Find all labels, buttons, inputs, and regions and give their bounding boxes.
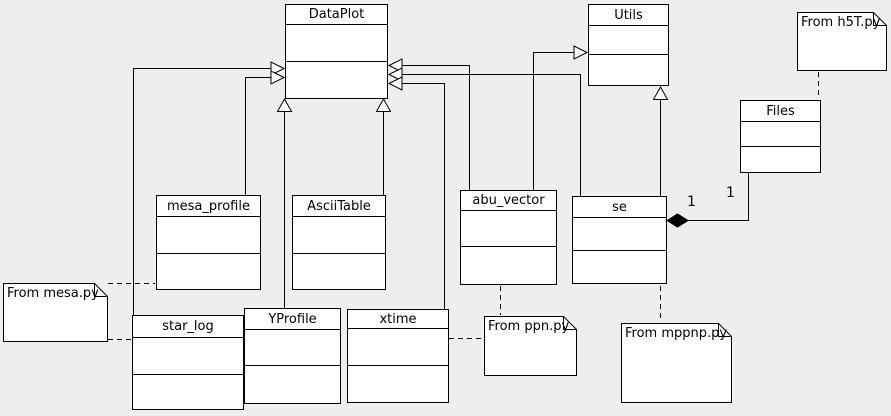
methods-compartment bbox=[741, 147, 820, 172]
class-title: YProfile bbox=[245, 309, 340, 330]
inheritance-triangle-icon bbox=[387, 58, 403, 73]
methods-compartment bbox=[573, 251, 666, 283]
generalization-se-to-dataplot bbox=[387, 67, 581, 196]
methods-compartment bbox=[348, 366, 448, 402]
note-mppnp[interactable]: From mppnp.py bbox=[621, 323, 732, 403]
attributes-compartment bbox=[293, 217, 385, 254]
class-star-log[interactable]: star_log bbox=[132, 315, 244, 410]
generalization-abu-vector-to-utils bbox=[533, 45, 589, 190]
inheritance-triangle-icon bbox=[276, 97, 293, 112]
attributes-compartment bbox=[461, 211, 556, 247]
methods-compartment bbox=[245, 366, 340, 403]
inheritance-triangle-icon bbox=[652, 85, 669, 100]
attributes-compartment bbox=[741, 122, 820, 147]
note-text: From h5T.py bbox=[801, 15, 881, 30]
multiplicity-label-files-end: 1 bbox=[726, 185, 735, 201]
class-title: Files bbox=[741, 101, 820, 122]
attributes-compartment bbox=[286, 25, 387, 62]
class-mesa-profile[interactable]: mesa_profile bbox=[156, 195, 261, 290]
class-title: DataPlot bbox=[286, 5, 387, 25]
note-text: From mesa.py bbox=[7, 286, 99, 301]
methods-compartment bbox=[133, 375, 243, 409]
class-yprofile[interactable]: YProfile bbox=[244, 308, 341, 404]
class-xtime[interactable]: xtime bbox=[347, 309, 449, 403]
multiplicity-label-se-end: 1 bbox=[687, 194, 696, 210]
class-utils[interactable]: Utils bbox=[588, 4, 669, 86]
note-shape-icon bbox=[484, 316, 577, 376]
methods-compartment bbox=[461, 247, 556, 284]
note-h5t[interactable]: From h5T.py bbox=[797, 12, 887, 71]
class-dataplot[interactable]: DataPlot bbox=[285, 4, 388, 99]
generalization-mesa-profile-to-dataplot bbox=[245, 70, 286, 195]
attributes-compartment bbox=[348, 329, 448, 366]
class-se[interactable]: se bbox=[572, 196, 667, 284]
class-title: star_log bbox=[133, 316, 243, 338]
note-shape-icon bbox=[621, 323, 732, 403]
note-shape-icon bbox=[3, 283, 108, 342]
class-title: abu_vector bbox=[461, 191, 556, 211]
composition-se-files bbox=[666, 173, 749, 228]
generalization-xtime-to-dataplot bbox=[387, 76, 445, 309]
methods-compartment bbox=[293, 254, 385, 289]
generalization-yprofile-to-dataplot bbox=[276, 97, 293, 308]
note-shape-icon bbox=[797, 12, 887, 71]
inheritance-triangle-icon bbox=[387, 67, 403, 82]
methods-compartment bbox=[589, 55, 668, 85]
methods-compartment bbox=[286, 62, 387, 98]
attributes-compartment bbox=[245, 330, 340, 366]
inheritance-triangle-icon bbox=[573, 45, 589, 60]
composition-diamond-icon bbox=[666, 213, 689, 228]
inheritance-triangle-icon bbox=[270, 61, 286, 76]
generalization-star-log-to-dataplot bbox=[133, 61, 286, 315]
methods-compartment bbox=[157, 254, 260, 289]
attributes-compartment bbox=[573, 218, 666, 251]
class-title: se bbox=[573, 197, 666, 218]
generalization-asciitable-to-dataplot bbox=[375, 97, 392, 195]
attributes-compartment bbox=[157, 217, 260, 254]
note-text: From ppn.py bbox=[488, 319, 570, 334]
attributes-compartment bbox=[589, 26, 668, 55]
class-title: AsciiTable bbox=[293, 196, 385, 217]
class-title: mesa_profile bbox=[157, 196, 260, 217]
class-title: xtime bbox=[348, 310, 448, 329]
class-asciitable[interactable]: AsciiTable bbox=[292, 195, 386, 290]
class-files[interactable]: Files bbox=[740, 100, 821, 173]
generalization-abu-vector-to-dataplot bbox=[387, 58, 470, 190]
generalization-se-to-utils bbox=[652, 85, 669, 196]
note-mesa[interactable]: From mesa.py bbox=[3, 283, 108, 342]
note-text: From mppnp.py bbox=[625, 326, 728, 341]
class-title: Utils bbox=[589, 5, 668, 26]
inheritance-triangle-icon bbox=[375, 97, 392, 112]
class-abu-vector[interactable]: abu_vector bbox=[460, 190, 557, 285]
note-ppn[interactable]: From ppn.py bbox=[484, 316, 577, 376]
inheritance-triangle-icon bbox=[270, 70, 286, 85]
inheritance-triangle-icon bbox=[387, 76, 403, 91]
attributes-compartment bbox=[133, 338, 243, 375]
